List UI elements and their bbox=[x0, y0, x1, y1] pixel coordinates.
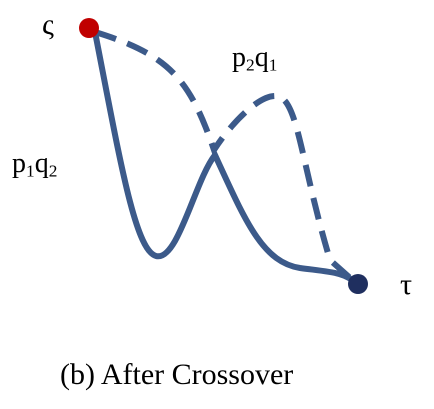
figure-caption: (b) After Crossover bbox=[60, 358, 294, 391]
end-node bbox=[348, 274, 368, 294]
start-node bbox=[79, 18, 99, 38]
solid-path bbox=[92, 29, 360, 287]
end-node-label: τ bbox=[400, 268, 413, 301]
start-node-label: ς bbox=[42, 8, 54, 41]
dashed-path bbox=[94, 29, 359, 287]
dashed-path-label: p2q1 bbox=[232, 42, 278, 75]
solid-path-label: p1q2 bbox=[12, 148, 58, 181]
